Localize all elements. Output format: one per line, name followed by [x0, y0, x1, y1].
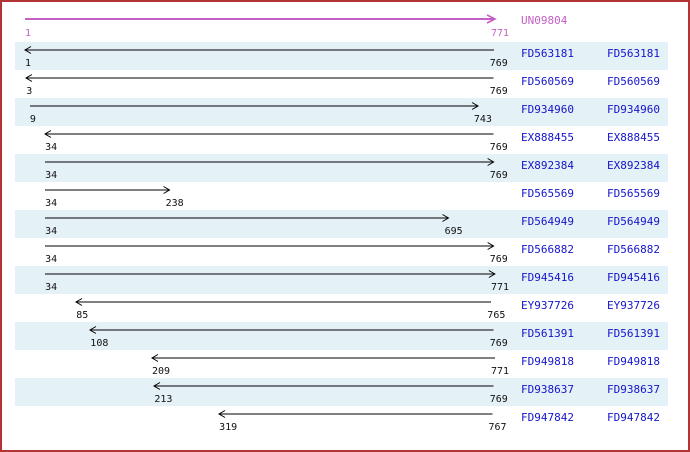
start-coordinate: 34: [45, 226, 58, 237]
end-coordinate: 743: [473, 114, 492, 125]
alignment-row: 108 769 FD561391 FD561391: [2, 322, 688, 350]
sequence-arrow: [45, 186, 171, 194]
sequence-id-link[interactable]: EX888455: [521, 131, 574, 144]
alignment-row: 34 695 FD564949 FD564949: [2, 210, 688, 238]
sequence-arrow: [75, 298, 492, 306]
alignment-row: 34 238 FD565569 FD565569: [2, 182, 688, 210]
alignment-row: 9 743 FD934960 FD934960: [2, 98, 688, 126]
alignment-row: 213 769 FD938637 FD938637: [2, 378, 688, 406]
query-arrow: [25, 14, 497, 24]
sequence-arrow: [45, 214, 450, 222]
end-coordinate: 769: [489, 170, 508, 181]
sequence-id-link-2[interactable]: FD945416: [607, 271, 660, 284]
start-coordinate: 3: [26, 86, 33, 97]
end-coordinate: 769: [489, 86, 508, 97]
sequence-arrow: [24, 46, 494, 54]
sequence-id-link-2[interactable]: FD561391: [607, 327, 660, 340]
start-coordinate: 1: [25, 28, 32, 39]
end-coordinate: 767: [488, 422, 507, 433]
start-coordinate: 34: [45, 170, 58, 181]
start-coordinate: 85: [76, 310, 89, 321]
sequence-arrow: [45, 242, 495, 250]
start-coordinate: 319: [219, 422, 238, 433]
start-coordinate: 34: [45, 282, 58, 293]
sequence-arrow: [150, 354, 495, 362]
end-coordinate: 238: [165, 198, 184, 209]
sequence-id-link[interactable]: FD938637: [521, 383, 574, 396]
row-highlight-band: [15, 266, 668, 294]
row-highlight-band: [15, 98, 668, 126]
sequence-id-link[interactable]: FD566882: [521, 243, 574, 256]
end-coordinate: 695: [444, 226, 463, 237]
row-highlight-band: [15, 322, 668, 350]
alignment-row: 209 771 FD949818 FD949818: [2, 350, 688, 378]
sequence-arrow: [218, 410, 493, 418]
row-highlight-band: [15, 42, 668, 70]
alignment-row: 34 769 EX892384 EX892384: [2, 154, 688, 182]
query-row: 1 771 UN09804: [2, 8, 688, 42]
sequence-id-link-2[interactable]: EX892384: [607, 159, 660, 172]
sequence-arrow: [153, 382, 494, 390]
start-coordinate: 1: [25, 58, 32, 69]
sequence-id-link[interactable]: FD947842: [521, 411, 574, 424]
sequence-id-link-2[interactable]: FD563181: [607, 47, 660, 60]
sequence-arrow: [29, 102, 479, 110]
sequence-arrow: [45, 158, 495, 166]
sequence-id-link-2[interactable]: EX888455: [607, 131, 660, 144]
start-coordinate: 34: [45, 254, 58, 265]
start-coordinate: 209: [151, 366, 171, 377]
alignment-row: 85 765 EY937726 EY937726: [2, 294, 688, 322]
sequence-id-link-2[interactable]: FD560569: [607, 75, 660, 88]
end-coordinate: 765: [487, 310, 506, 321]
query-id-link[interactable]: UN09804: [521, 14, 568, 27]
end-coordinate: 769: [489, 58, 508, 69]
sequence-id-link-2[interactable]: FD938637: [607, 383, 660, 396]
sequence-id-link-2[interactable]: EY937726: [607, 299, 660, 312]
sequence-id-link[interactable]: FD949818: [521, 355, 574, 368]
sequence-id-link[interactable]: EY937726: [521, 299, 574, 312]
alignment-row: 34 771 FD945416 FD945416: [2, 266, 688, 294]
end-coordinate: 771: [490, 282, 510, 293]
start-coordinate: 9: [29, 114, 36, 125]
alignment-row: 319 767 FD947842 FD947842: [2, 406, 688, 434]
end-coordinate: 771: [490, 366, 510, 377]
end-coordinate: 769: [489, 394, 508, 405]
alignment-row: 34 769 EX888455 EX888455: [2, 126, 688, 154]
row-highlight-band: [15, 154, 668, 182]
end-coordinate: 769: [489, 338, 508, 349]
start-coordinate: 34: [45, 142, 58, 153]
start-coordinate: 108: [90, 338, 109, 349]
sequence-arrow: [45, 270, 496, 278]
start-coordinate: 34: [45, 198, 58, 209]
sequence-id-link[interactable]: FD563181: [521, 47, 574, 60]
start-coordinate: 213: [154, 394, 173, 405]
sequence-id-link[interactable]: FD945416: [521, 271, 574, 284]
sequence-id-link[interactable]: FD565569: [521, 187, 574, 200]
sequence-id-link[interactable]: FD564949: [521, 215, 574, 228]
sequence-arrow: [89, 326, 494, 334]
alignment-row: 1 769 FD563181 FD563181: [2, 42, 688, 70]
sequence-id-link-2[interactable]: FD566882: [607, 243, 660, 256]
end-coordinate: 769: [489, 254, 508, 265]
sequence-id-link-2[interactable]: FD947842: [607, 411, 660, 424]
sequence-id-link-2[interactable]: FD564949: [607, 215, 660, 228]
sequence-arrow: [25, 74, 494, 82]
sequence-id-link[interactable]: FD560569: [521, 75, 574, 88]
sequence-arrow: [44, 130, 494, 138]
sequence-id-link[interactable]: FD561391: [521, 327, 574, 340]
sequence-id-link[interactable]: FD934960: [521, 103, 574, 116]
alignment-row: 3 769 FD560569 FD560569: [2, 70, 688, 98]
end-coordinate: 771: [490, 28, 510, 39]
sequence-id-link[interactable]: EX892384: [521, 159, 574, 172]
sequence-id-link-2[interactable]: FD949818: [607, 355, 660, 368]
row-highlight-band: [15, 378, 668, 406]
end-coordinate: 769: [489, 142, 508, 153]
sequence-id-link-2[interactable]: FD934960: [607, 103, 660, 116]
sequence-id-link-2[interactable]: FD565569: [607, 187, 660, 200]
row-highlight-band: [15, 210, 668, 238]
alignment-row: 34 769 FD566882 FD566882: [2, 238, 688, 266]
